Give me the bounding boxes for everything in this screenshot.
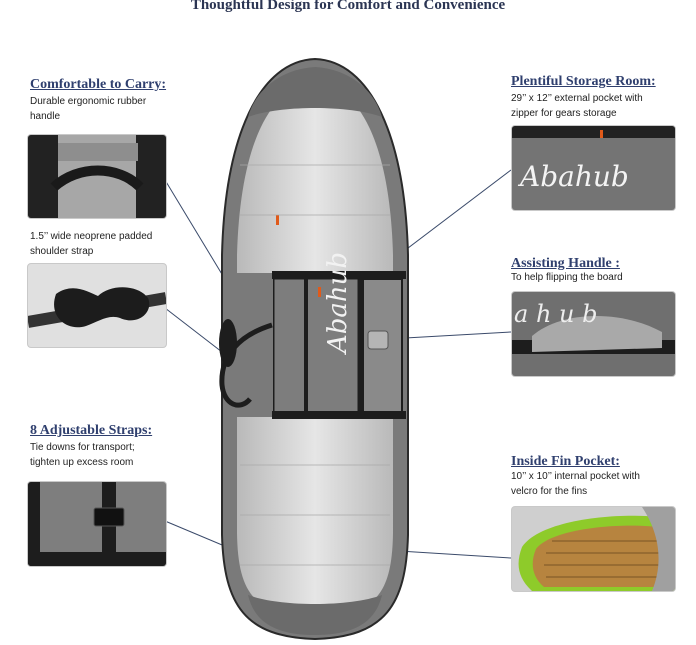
fin-description: 10’’ x 10’’ internal pocket with velcro … (511, 471, 640, 497)
assist-heading: Assisting Handle : (511, 256, 620, 271)
storage-photo: Abahub (511, 125, 676, 211)
fin-heading: Inside Fin Pocket: (511, 454, 620, 469)
rubber-handle-image (28, 135, 166, 218)
storage-description: 29’’ x 12’’ external pocket with zipper … (511, 93, 643, 119)
svg-text:a h u b: a h u b (514, 300, 597, 328)
handle-photo (27, 134, 167, 219)
assist-handle-image: a h u b (512, 292, 675, 376)
external-pocket-image (512, 126, 675, 210)
carry-description: Durable ergonomic rubber handle (30, 96, 147, 122)
shoulder-strap-description: 1.5’’ wide neoprene padded shoulder stra… (30, 231, 153, 257)
straps-heading: 8 Adjustable Straps: (30, 423, 153, 438)
shoulder-pad-image (28, 264, 166, 347)
carry-heading: Comfortable to Carry: (30, 77, 167, 92)
straps-description: Tie downs for transport; tighten up exce… (30, 442, 135, 468)
assist-description: To help flipping the board (511, 272, 623, 283)
assist-photo: a h u b (511, 291, 676, 377)
storage-logo-text: Abahub (520, 160, 629, 193)
shoulder-strap-photo (27, 263, 167, 348)
board-bag-illustration (219, 57, 409, 641)
straps-photo (27, 481, 167, 567)
bag-logo-text: Abahub (323, 251, 353, 353)
fin-photo (511, 506, 676, 592)
fin-pocket-image (512, 507, 675, 591)
page-title: Thoughtful Design for Comfort and Conven… (190, 0, 506, 13)
storage-heading: Plentiful Storage Room: (511, 74, 656, 89)
strap-buckle-image (28, 482, 166, 566)
